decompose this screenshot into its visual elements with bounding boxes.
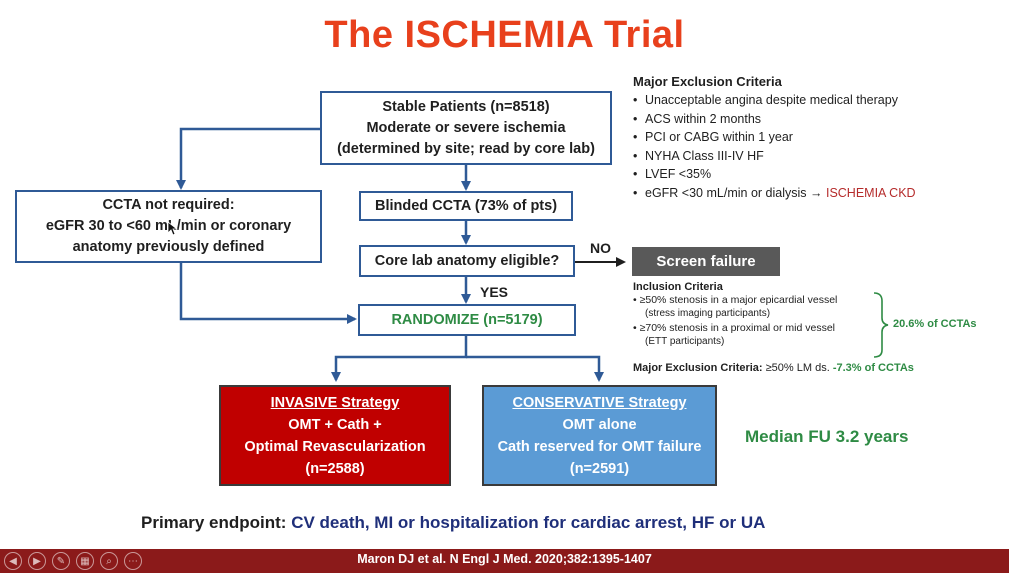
primary-endpoint-value: CV death, MI or hospitalization for card… [291,513,766,532]
core-lab-box: Core lab anatomy eligible? [359,245,575,277]
zoom-icon[interactable]: ⌕ [100,552,118,570]
median-fu-label: Median FU 3.2 years [745,427,909,446]
footer-bar [0,549,1009,573]
ccta-not-required-line1: CCTA not required: [102,197,235,213]
citation: Maron DJ et al. N Engl J Med. 2020;382:1… [357,552,652,566]
primary-endpoint-label: Primary endpoint: [141,513,292,532]
exclusion-item: NYHA Class III-IV HF [633,147,993,166]
lm-exclusion-label: Major Exclusion Criteria: [633,362,763,374]
more-options-icon[interactable]: ⋯ [124,552,142,570]
invasive-line1: OMT + Cath + [288,416,382,433]
screen-failure-box: Screen failure [632,247,780,276]
exclusion-heading: Major Exclusion Criteria [633,74,782,89]
invasive-line3: (n=2588) [305,460,365,477]
exclusion-ckd-prefix: eGFR <30 mL/min or dialysis → [645,185,826,200]
blinded-ccta-box: Blinded CCTA (73% of pts) [359,191,573,221]
invasive-strategy-box: INVASIVE Strategy OMT + Cath + Optimal R… [219,385,451,486]
conservative-line1: OMT alone [562,416,637,433]
slide-controls: ◀ ▶ ✎ ▦ ⌕ ⋯ [4,549,142,573]
slide-title: The ISCHEMIA Trial [324,14,685,56]
no-label: NO [590,240,611,256]
lm-exclusion-value: ≥50% LM ds. [762,362,833,374]
inclusion-bracket [873,292,889,358]
prev-slide-icon[interactable]: ◀ [4,552,22,570]
arrow-stable-to-ccta-not-required [176,127,320,190]
inclusion-item-2: • ≥70% stenosis in a proximal or mid ves… [633,322,836,334]
core-lab-label: Core lab anatomy eligible? [374,252,560,269]
pen-icon[interactable]: ✎ [52,552,70,570]
blinded-ccta-label: Blinded CCTA (73% of pts) [374,197,558,214]
invasive-line2: Optimal Revascularization [244,438,426,455]
arrow-not-required-to-randomize [179,263,357,324]
exclusion-criteria-panel: Major Exclusion Criteria Unacceptable an… [633,74,993,202]
inclusion-item-1: • ≥50% stenosis in a major epicardial ve… [633,294,838,306]
ccta-not-required-line3: anatomy previously defined [72,239,265,255]
yes-label: YES [480,284,509,300]
exclusion-item: LVEF <35% [633,165,993,184]
arrow-randomize-split [331,336,468,382]
randomize-box: RANDOMIZE (n=5179) [358,304,576,336]
exclusion-item: PCI or CABG within 1 year [633,128,993,147]
stable-patients-box: Stable Patients (n=8518) Moderate or sev… [320,91,612,165]
inclusion-item-1-sub: (stress imaging participants) [645,308,771,319]
primary-endpoint: Primary endpoint: CV death, MI or hospit… [141,513,765,533]
stable-line1: Stable Patients (n=8518) [382,98,550,115]
conservative-line3: (n=2591) [569,460,630,477]
arrow-randomize-split-right [466,355,604,382]
ischemia-ckd-label: ISCHEMIA CKD [825,185,916,200]
randomize-label: RANDOMIZE (n=5179) [391,311,543,328]
exclusion-list: Unacceptable angina despite medical ther… [633,91,993,202]
exclusion-item: ACS within 2 months [633,110,993,129]
inclusion-item-1-text: ≥50% stenosis in a major epicardial vess… [639,294,838,306]
invasive-heading: INVASIVE Strategy [270,394,400,411]
lm-exclusion-line: Major Exclusion Criteria: ≥50% LM ds. -7… [633,362,914,374]
stable-line2: Moderate or severe ischemia [366,119,566,136]
exclusion-item-ckd: eGFR <30 mL/min or dialysis → ISCHEMIA C… [633,184,993,203]
inclusion-heading: Inclusion Criteria [633,281,723,293]
inclusion-bracket-note: 20.6% of CCTAs [893,318,977,330]
mouse-cursor-icon [168,222,178,236]
inclusion-criteria-panel: Inclusion Criteria • ≥50% stenosis in a … [633,281,893,349]
conservative-line2: Cath reserved for OMT failure [497,438,702,455]
conservative-strategy-box: CONSERVATIVE Strategy OMT alone Cath res… [482,385,717,486]
inclusion-item-2-sub: (ETT participants) [645,336,725,347]
lm-exclusion-pct: -7.3% of CCTAs [832,362,914,374]
conservative-heading: CONSERVATIVE Strategy [512,394,687,411]
stable-line3: (determined by site; read by core lab) [337,140,595,157]
exclusion-item: Unacceptable angina despite medical ther… [633,91,993,110]
next-slide-icon[interactable]: ▶ [28,552,46,570]
slides-grid-icon[interactable]: ▦ [76,552,94,570]
inclusion-item-2-text: ≥70% stenosis in a proximal or mid vesse… [639,322,836,334]
